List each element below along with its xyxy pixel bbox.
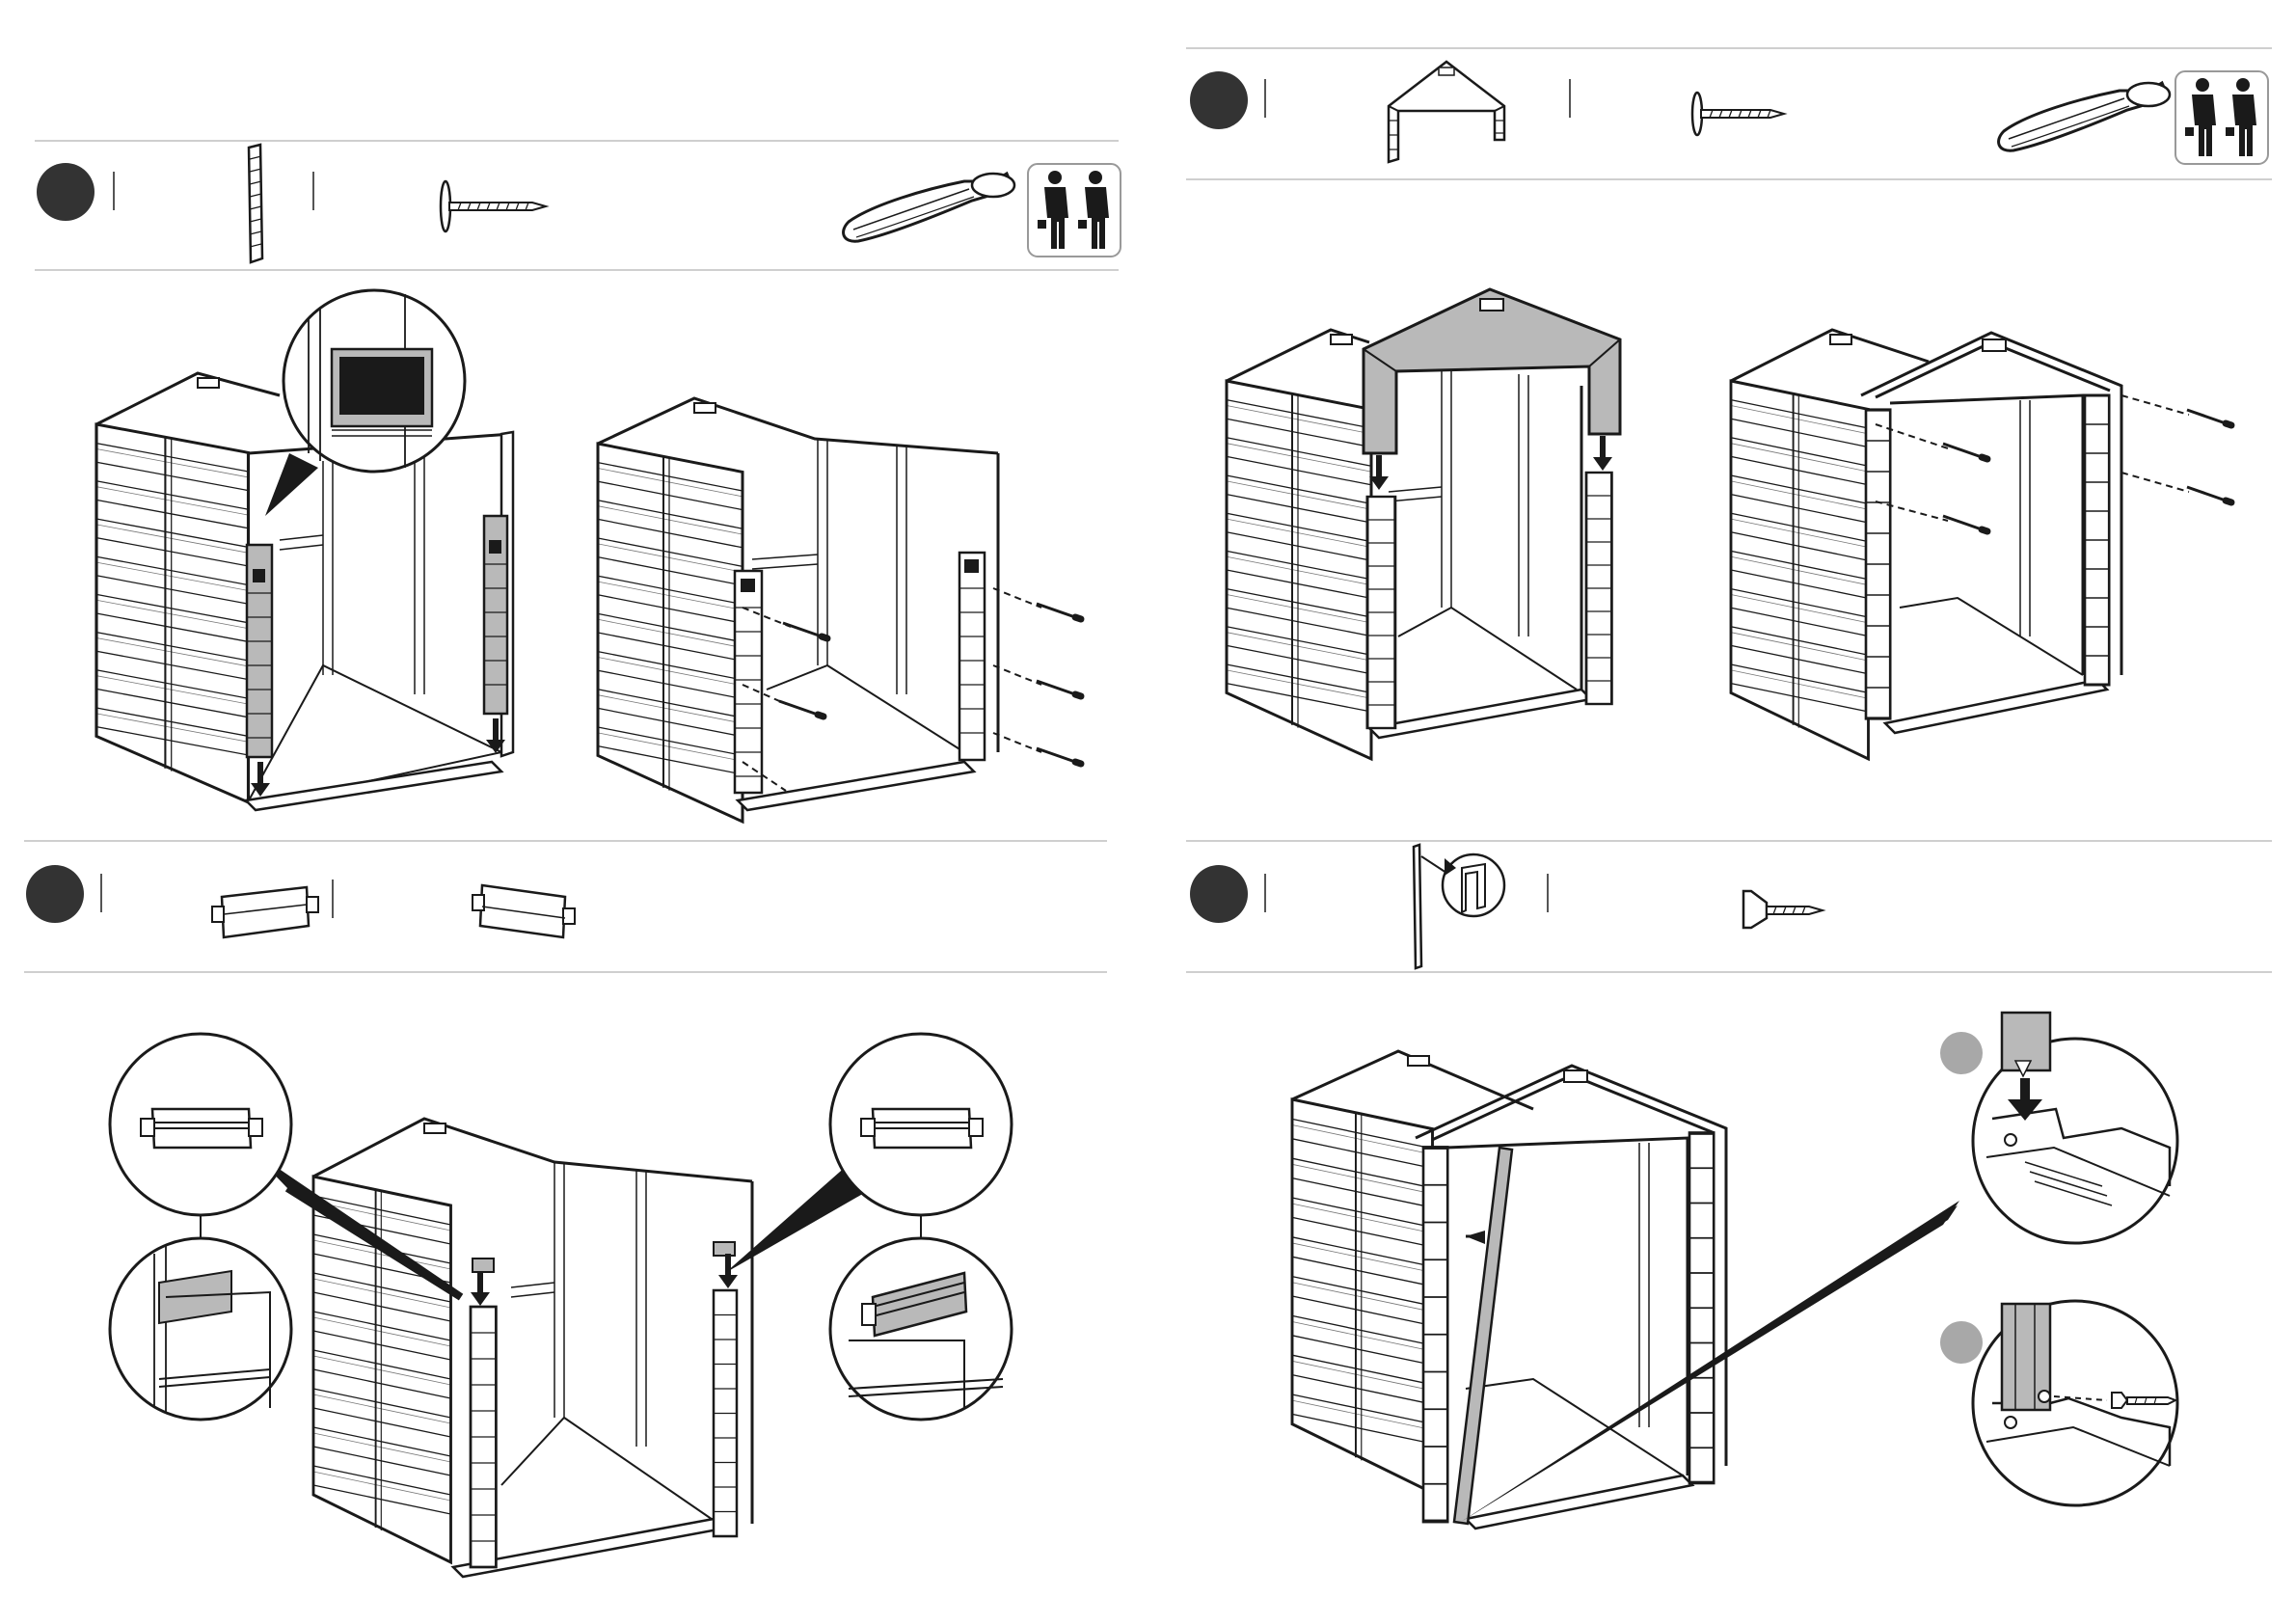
arrow-down-icon <box>471 1271 490 1306</box>
screwdriver-icon <box>1999 83 2170 150</box>
connector-strip-right <box>484 516 507 714</box>
detail-magnifier-clip-right <box>725 1034 1012 1420</box>
illustration-gable-screwed <box>1731 330 2231 759</box>
detail-magnifier-jamb-bottom <box>1973 1301 2177 1505</box>
step-header-c <box>1186 48 2272 179</box>
strip-right-installed <box>959 553 985 760</box>
substep-badge-1 <box>1940 1032 1983 1074</box>
screw-icon <box>441 181 546 231</box>
detail-magnifier-strip <box>265 290 465 516</box>
step-header-a <box>35 141 1121 270</box>
step-header-b <box>24 841 1107 972</box>
screw-icon <box>1692 93 1784 135</box>
step-header-d <box>1186 841 2272 972</box>
two-person-icon <box>2175 71 2268 164</box>
illustration-strips-insert <box>96 290 513 810</box>
flat-head-screw-icon <box>1743 891 1823 928</box>
clip-part-right-icon <box>473 885 575 937</box>
illustration-gable-lower <box>1227 289 1620 759</box>
illustration-clips <box>110 1034 1012 1577</box>
connector-strip-left <box>247 545 272 757</box>
step-badge-c <box>1190 71 1248 129</box>
detail-magnifier-jamb-top <box>1973 1013 2177 1243</box>
door-jamb-highlight <box>1454 1148 1512 1524</box>
clip-part-left-icon <box>212 887 318 937</box>
door-jamb-part-icon <box>1414 845 1504 968</box>
illustration-door-jamb <box>1292 1013 2177 1529</box>
strip-left-installed <box>735 571 762 793</box>
wall-strip-part-icon <box>249 145 262 262</box>
screwdriver-icon <box>844 174 1014 241</box>
illustration-strips-screwed <box>598 398 1081 822</box>
substep-badge-2 <box>1940 1321 1983 1364</box>
arrow-down-icon <box>1593 436 1612 471</box>
screws-inserting <box>1876 395 2189 521</box>
step-badge-a <box>37 163 95 221</box>
step-badge-b <box>26 865 84 923</box>
gable-frame-part-icon <box>1389 62 1504 162</box>
two-person-icon <box>1028 164 1121 257</box>
step-badge-d <box>1190 865 1248 923</box>
